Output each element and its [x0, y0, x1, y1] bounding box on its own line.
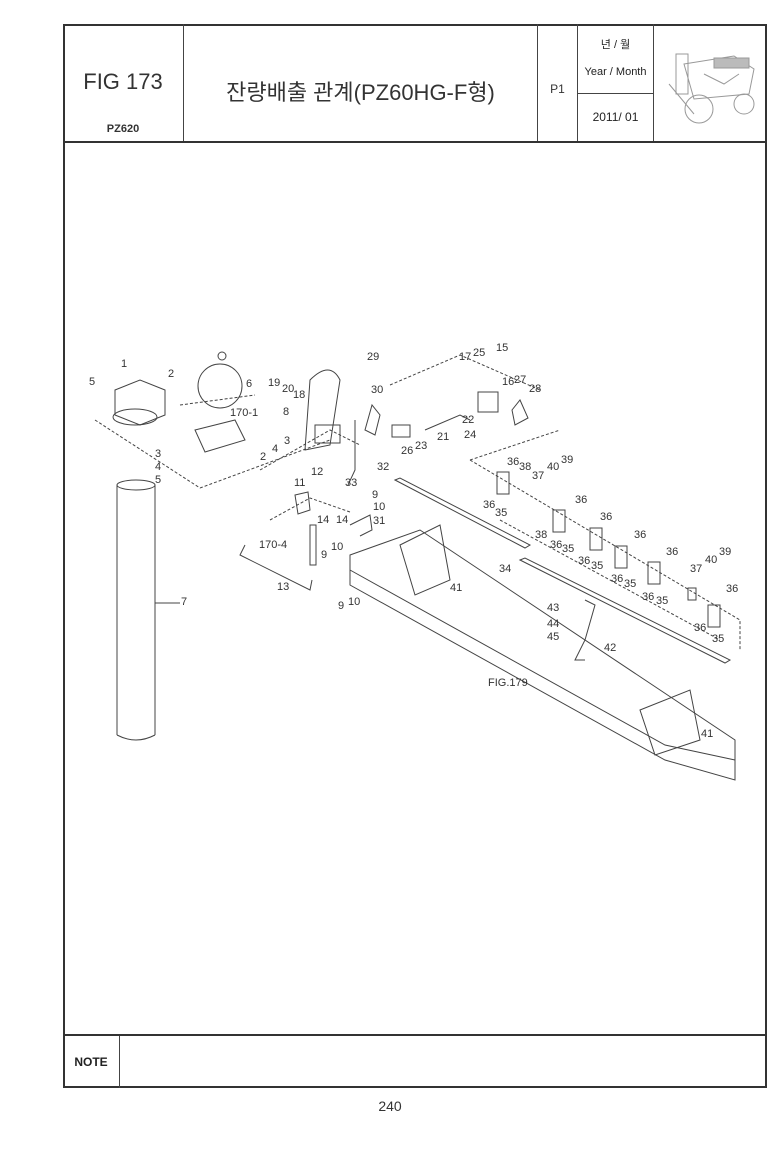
part-callout: 5 [89, 376, 96, 388]
part-callout: 35 [712, 633, 725, 645]
part-callout: 4 [272, 443, 279, 455]
part-callout: 36 [483, 499, 496, 511]
date-cell: 년 / 월 Year / Month 2011/ 01 [578, 24, 654, 141]
part-callout: 35 [591, 560, 604, 572]
part-callout: 35 [562, 543, 575, 555]
part-callout: 16 [502, 376, 515, 388]
part-callout: 35 [656, 595, 669, 607]
part-callout: 7 [181, 596, 188, 608]
part-callout: 27 [514, 374, 527, 386]
part-callout: 1 [121, 358, 128, 370]
date-value: 2011/ 01 [592, 110, 639, 124]
part-callout: 38 [519, 461, 532, 473]
figure-number: FIG 173 [83, 69, 163, 94]
part-callout: 18 [293, 389, 306, 401]
part-callout: 21 [437, 431, 450, 443]
part-callout: 13 [277, 581, 290, 593]
part-callout: 9 [372, 489, 379, 501]
part-callout: 41 [701, 728, 714, 740]
part-callout: 40 [547, 461, 560, 473]
part-callout: 30 [371, 384, 384, 396]
part-callout: 20 [282, 383, 295, 395]
part-callout: 34 [499, 563, 512, 575]
part-callout: 38 [535, 529, 548, 541]
part-callout: 36 [575, 494, 588, 506]
part-callout: 2 [260, 451, 267, 463]
page-cell: P1 [538, 24, 578, 141]
part-callout: 40 [705, 554, 718, 566]
part-callout: 35 [624, 578, 637, 590]
part-callout: 8 [283, 406, 290, 418]
part-callout: 36 [578, 555, 591, 567]
part-callout: 36 [634, 529, 647, 541]
part-callout: 35 [495, 507, 508, 519]
part-callout: 36 [550, 539, 563, 551]
part-callout: 25 [473, 347, 486, 359]
part-callout: 36 [726, 583, 739, 595]
part-callout: 24 [464, 429, 477, 441]
part-callout: 32 [377, 461, 390, 473]
exploded-parts-diagram [94, 351, 741, 781]
year-month-label-kr: 년 / 월 [600, 39, 631, 51]
part-callout: 9 [338, 600, 345, 612]
part-callout: FIG.179 [488, 677, 528, 689]
part-callout: 5 [155, 474, 162, 486]
part-callout: 26 [401, 445, 414, 457]
part-callout: 36 [666, 546, 679, 558]
part-callout: 14 [336, 514, 349, 526]
part-callout: 3 [284, 435, 291, 447]
part-callout: 36 [642, 591, 655, 603]
part-callout: 36 [507, 456, 520, 468]
part-callout: 6 [246, 378, 253, 390]
page-indicator: P1 [550, 82, 565, 96]
part-callout: 41 [450, 582, 463, 594]
part-callout: 14 [317, 514, 330, 526]
figure-cell: FIG 173 PZ620 [63, 24, 184, 141]
machine-thumbnail [654, 24, 765, 141]
model-name: PZ620 [106, 123, 140, 135]
part-callout: 10 [331, 541, 344, 553]
part-callout: 39 [561, 454, 574, 466]
part-callout: 39 [719, 546, 732, 558]
part-callout: 37 [532, 470, 545, 482]
page-title: 잔량배출 관계(PZ60HG-F형) [226, 80, 495, 105]
part-callout: 10 [373, 501, 386, 513]
page-frame [63, 24, 767, 1088]
part-callout: 42 [604, 642, 617, 654]
part-callout: 10 [348, 596, 361, 608]
part-callout: 37 [690, 563, 703, 575]
part-callout: 15 [496, 342, 509, 354]
part-callout: 170-1 [230, 407, 259, 419]
part-callout: 22 [462, 414, 475, 426]
part-callout: 43 [547, 602, 560, 614]
part-callout: 3 [155, 448, 162, 460]
part-callout: 36 [611, 573, 624, 585]
part-callout: 11 [294, 477, 306, 489]
part-callout: 29 [367, 351, 380, 363]
part-callout: 36 [600, 511, 613, 523]
part-callout: 2 [168, 368, 175, 380]
part-callout: 170-4 [259, 539, 288, 551]
note-label: NOTE [63, 1036, 120, 1088]
part-callout: 17 [459, 351, 472, 363]
title-cell: 잔량배출 관계(PZ60HG-F형) [184, 24, 538, 141]
year-month-label-en: Year / Month [584, 66, 647, 78]
part-callout: 31 [373, 515, 386, 527]
note-box: NOTE [63, 1034, 767, 1088]
part-callout: 36 [694, 622, 707, 634]
part-callout: 45 [547, 631, 560, 643]
title-block: FIG 173 PZ620 잔량배출 관계(PZ60HG-F형) P1 년 / … [63, 24, 767, 143]
page-number: 240 [378, 1098, 402, 1114]
machine-sketch-image [668, 53, 755, 124]
part-callout: 9 [321, 549, 328, 561]
part-callout: 28 [529, 383, 542, 395]
part-callout: 4 [155, 461, 162, 473]
part-callout: 12 [311, 466, 324, 478]
part-callout: 44 [547, 618, 560, 630]
part-callout: 33 [345, 477, 358, 489]
part-callout: 23 [415, 440, 428, 452]
part-callout: 19 [268, 377, 281, 389]
